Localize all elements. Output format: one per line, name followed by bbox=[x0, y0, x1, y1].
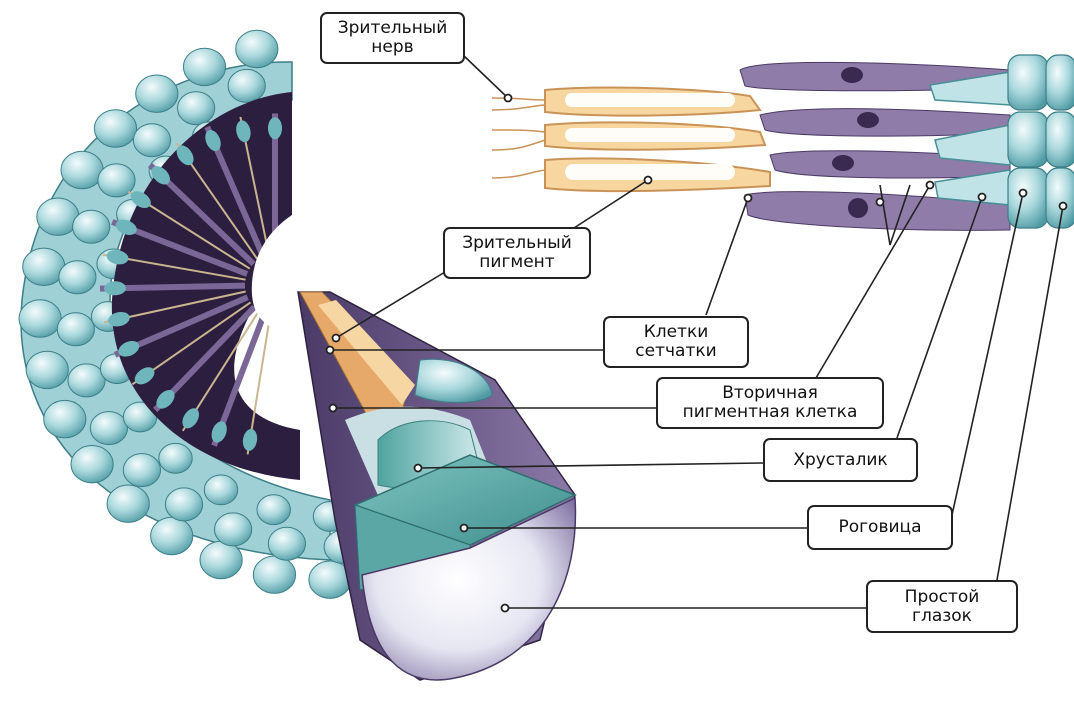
label-retina-cells-line2: сетчатки bbox=[635, 342, 716, 361]
facet bbox=[71, 446, 113, 483]
facet bbox=[183, 48, 225, 85]
facet bbox=[73, 210, 110, 243]
label-optic-nerve-line1: Зрительный bbox=[338, 19, 448, 38]
label-visual-pigment: Зрительный пигмент bbox=[443, 227, 591, 279]
facet bbox=[257, 495, 290, 525]
label-secondary-pigment-cell-line2: пигментная клетка bbox=[683, 403, 858, 422]
facet bbox=[200, 541, 242, 578]
facet bbox=[236, 30, 278, 67]
facet bbox=[44, 400, 86, 437]
label-optic-nerve: Зрительный нерв bbox=[320, 12, 465, 64]
cone-section bbox=[268, 117, 282, 139]
label-retina-cells: Клетки сетчатки bbox=[603, 316, 749, 368]
facet bbox=[94, 110, 136, 147]
facet bbox=[253, 556, 295, 593]
label-retina-cells-line1: Клетки bbox=[644, 323, 709, 342]
facet bbox=[204, 475, 237, 505]
facet bbox=[268, 527, 305, 560]
facet bbox=[59, 261, 96, 294]
facet bbox=[61, 151, 103, 188]
label-cornea-line1: Роговица bbox=[838, 518, 921, 537]
label-ommatidium: Простой глазок bbox=[866, 580, 1018, 633]
facet bbox=[215, 513, 252, 546]
leader-cone-right bbox=[897, 197, 982, 438]
leader-optic-nerve bbox=[463, 55, 508, 98]
leader-cornea-right bbox=[952, 193, 1023, 515]
facet bbox=[136, 75, 178, 112]
label-secondary-pigment-cell-line1: Вторичная bbox=[722, 384, 818, 403]
label-secondary-pigment-cell: Вторичная пигментная клетка bbox=[656, 377, 884, 429]
facet bbox=[68, 364, 105, 397]
facet bbox=[133, 124, 170, 157]
leader-ommatidium-right bbox=[997, 206, 1063, 580]
label-ommatidium-line2: глазок bbox=[912, 607, 972, 626]
facet bbox=[107, 485, 149, 522]
facet bbox=[228, 69, 265, 102]
facet bbox=[165, 488, 202, 521]
facet bbox=[90, 412, 127, 445]
label-ommatidium-line1: Простой bbox=[905, 588, 980, 607]
facet bbox=[178, 92, 215, 125]
label-optic-nerve-line2: нерв bbox=[371, 38, 413, 57]
label-visual-pigment-line1: Зрительный bbox=[462, 234, 572, 253]
facet bbox=[123, 454, 160, 487]
facet bbox=[19, 300, 61, 337]
facet bbox=[151, 517, 193, 554]
label-cornea: Роговица bbox=[807, 505, 953, 550]
label-crystalline-cone: Хрусталик bbox=[763, 438, 918, 482]
label-crystalline-cone-line1: Хрусталик bbox=[793, 451, 887, 470]
facet bbox=[57, 313, 94, 346]
leader-retina-cells-right bbox=[706, 198, 748, 315]
label-visual-pigment-line2: пигмент bbox=[479, 253, 554, 272]
longitudinal-section bbox=[492, 55, 1074, 230]
facet bbox=[26, 351, 68, 388]
facet bbox=[159, 443, 192, 473]
